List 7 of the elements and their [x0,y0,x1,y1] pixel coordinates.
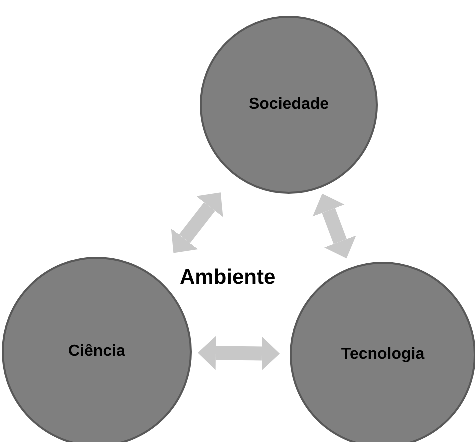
node-label: Sociedade [248,95,330,115]
double-arrow [198,336,280,371]
diagram-label: Ambiente [180,265,276,291]
double-arrow [171,192,224,254]
double-arrow [312,194,356,259]
node-label: Ciência [68,342,126,362]
node-label: Tecnologia [341,345,425,365]
